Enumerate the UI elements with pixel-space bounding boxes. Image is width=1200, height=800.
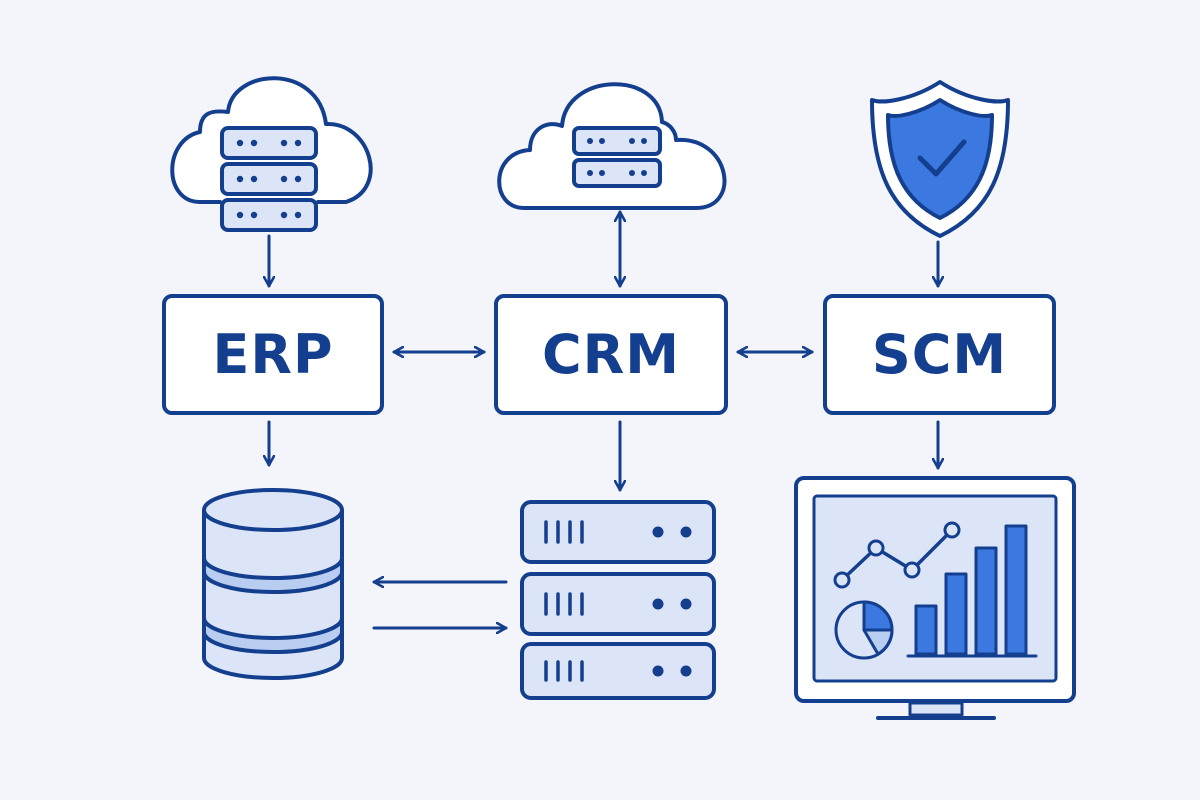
rack-unit [520,572,716,636]
server-unit [220,126,318,160]
bar-chart-icon [914,524,1028,656]
erp-node: ERP [162,294,384,415]
line-chart-icon [840,528,954,582]
scm-node: SCM [823,294,1056,415]
shield-inner [886,98,994,220]
monitor-neck [908,701,964,717]
database-icon [202,488,344,680]
analytics-monitor-icon [794,476,1076,720]
server-rack-icon [520,500,716,700]
rack-unit [520,642,716,700]
database-top-cap [202,488,344,532]
server-unit [572,158,662,188]
crm-node: CRM [494,294,728,415]
erp-label: ERP [212,323,334,386]
line-chart-points [833,521,961,589]
server-unit [220,162,318,196]
cloud-server-icon [170,76,373,232]
crm-label: CRM [542,323,680,386]
pie-chart-icon [834,600,894,660]
rack-unit [520,500,716,564]
server-unit [220,198,318,232]
server-unit [572,126,662,156]
check-mark-icon [917,139,967,177]
cloud-server-icon [497,82,727,210]
security-shield-icon [870,80,1010,238]
scm-label: SCM [871,323,1008,386]
connectors [269,210,938,628]
